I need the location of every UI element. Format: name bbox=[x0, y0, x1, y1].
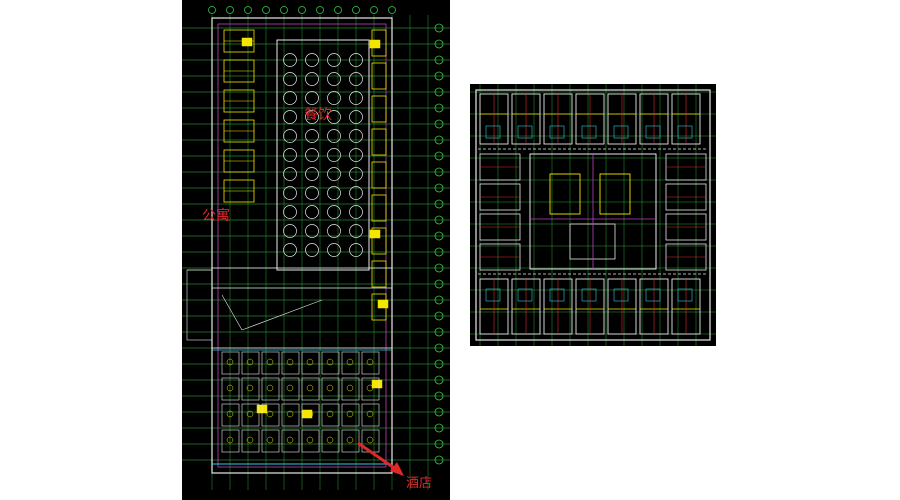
hotel-label: 酒店 bbox=[406, 476, 433, 491]
site-floor-plan-drawing bbox=[182, 6, 450, 490]
site-floor-plan: 餐饮 公寓 bbox=[182, 0, 450, 500]
unit-floor-plan-drawing bbox=[470, 84, 716, 346]
restaurant-label: 餐饮 bbox=[304, 107, 332, 123]
apartment-label: 公寓 bbox=[202, 208, 230, 224]
unit-floor-plan bbox=[470, 84, 716, 346]
